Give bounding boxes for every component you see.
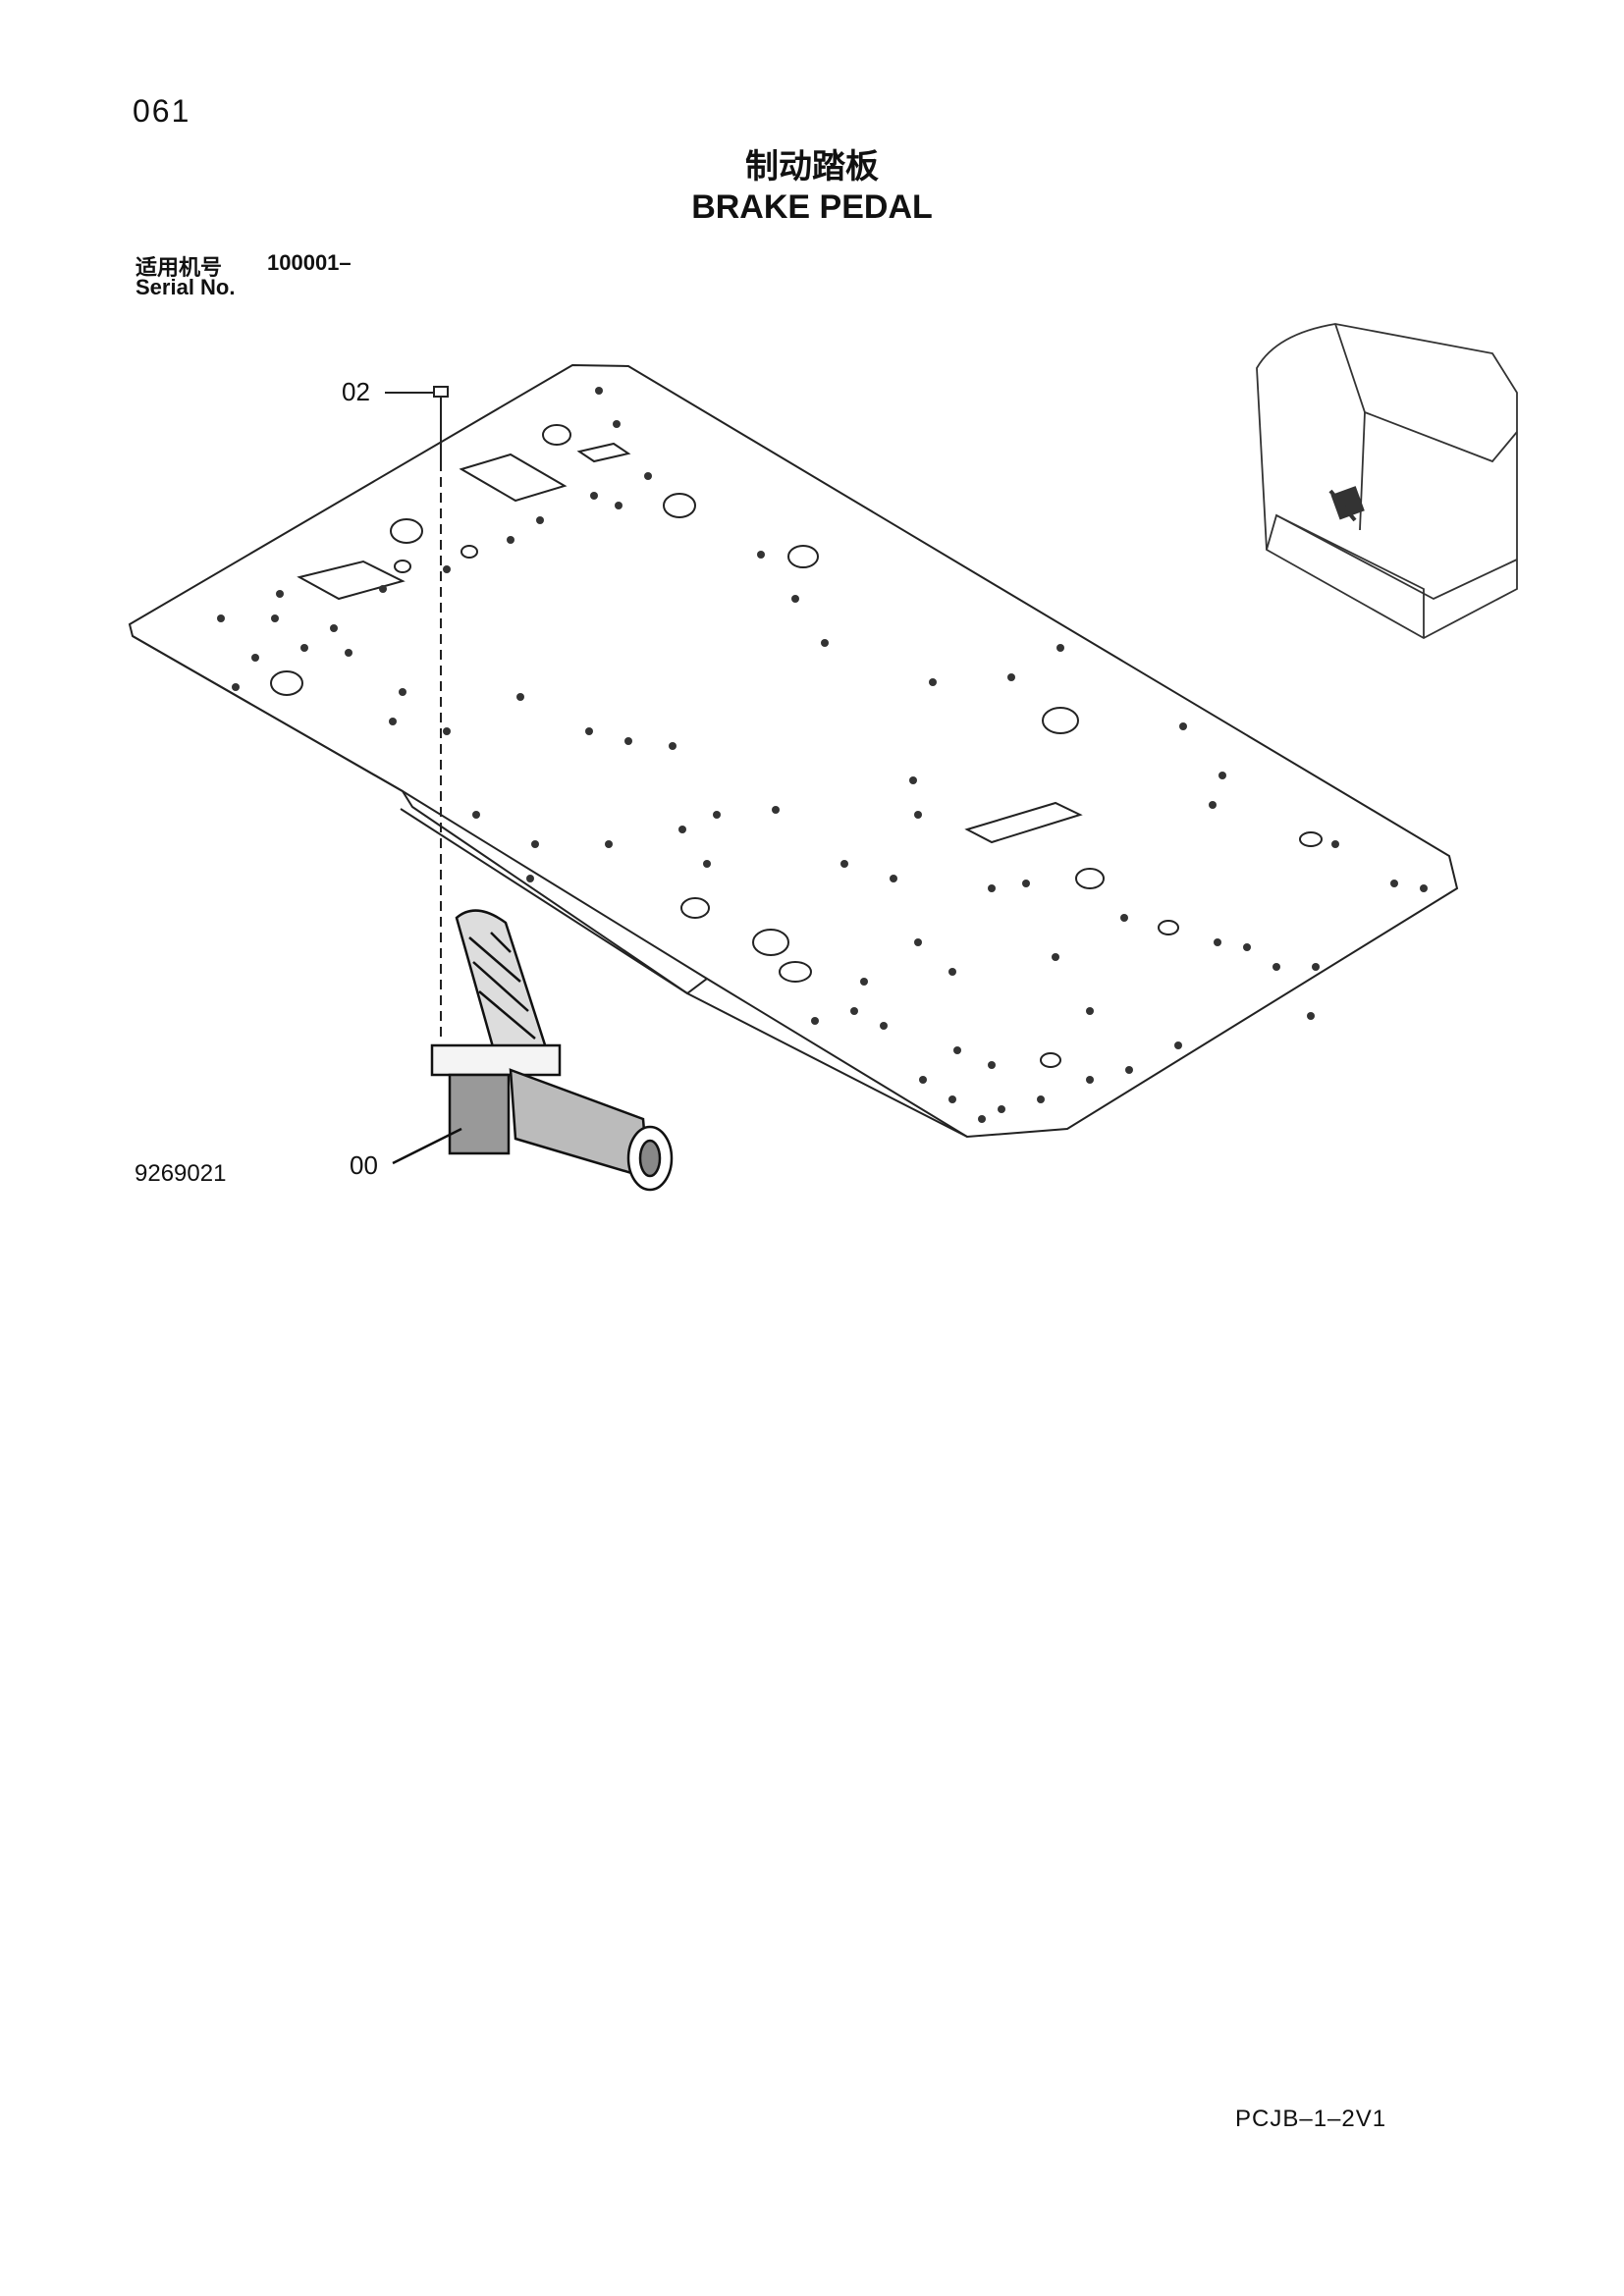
page-number: 061 [133, 93, 191, 129]
serial-range: 100001– [267, 250, 352, 275]
title-english: BRAKE PEDAL [691, 188, 933, 226]
serial-label-chinese: 适用机号 [135, 256, 223, 281]
callout-bolt-02: 02 [342, 377, 370, 406]
brake-pedal-assembly [392, 909, 674, 1192]
plate-cutouts [297, 442, 1083, 844]
floor-plate [128, 363, 1459, 1139]
cab-location-inset [1256, 323, 1518, 640]
document-code: PCJB–1–2V1 [1235, 2106, 1387, 2132]
callout-pedal-00: 00 [350, 1150, 378, 1180]
bolt-02 [385, 386, 449, 1041]
floor-plate-edge [132, 635, 968, 1138]
plate-holes [270, 424, 1323, 1068]
drawing-number: 9269021 [135, 1160, 227, 1187]
serial-label-english: Serial No. [135, 275, 236, 299]
plate-dots [217, 387, 1428, 1123]
title-chinese: 制动踏板 [745, 147, 879, 187]
